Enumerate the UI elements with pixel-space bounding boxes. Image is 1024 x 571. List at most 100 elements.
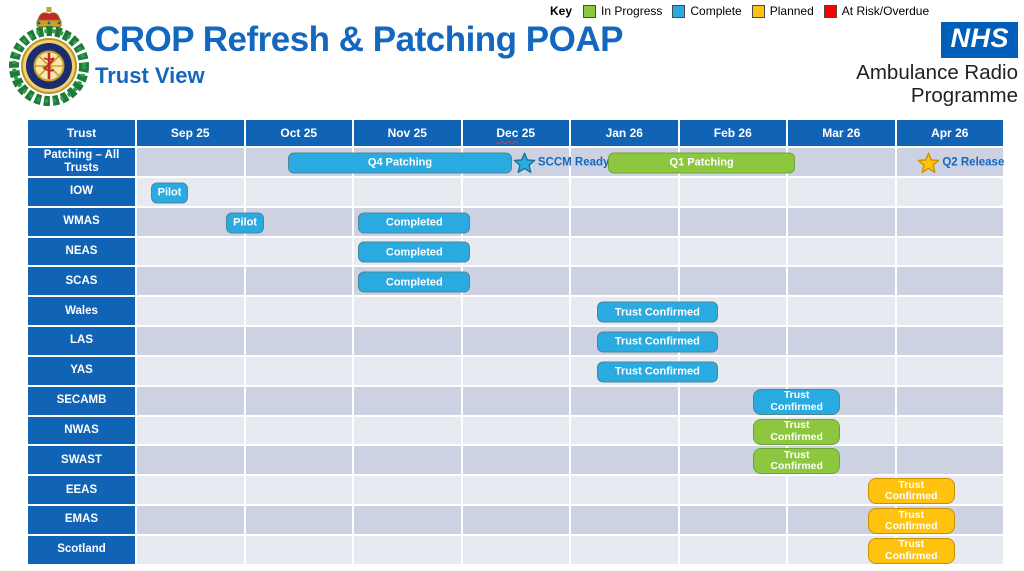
timeline-cell bbox=[788, 148, 897, 178]
timeline-cell bbox=[896, 476, 1005, 507]
legend-item-label: At Risk/Overdue bbox=[841, 4, 930, 18]
trust-label: Scotland bbox=[28, 535, 137, 566]
timeline-cell bbox=[245, 267, 354, 298]
timeline-cell bbox=[137, 177, 246, 208]
timeline-cell bbox=[896, 446, 1005, 477]
timeline-cell bbox=[462, 327, 571, 357]
timeline-cell bbox=[137, 535, 246, 566]
trust-label: EMAS bbox=[28, 506, 137, 536]
timeline-cell bbox=[137, 207, 246, 238]
column-header-dec-25: Dec 25 bbox=[462, 120, 571, 148]
timeline-cell bbox=[462, 148, 571, 178]
timeline-cell bbox=[354, 267, 463, 298]
timeline-cell bbox=[245, 237, 354, 268]
legend: Key In Progress Complete Planned At Risk/Ov… bbox=[550, 4, 929, 18]
timeline-cell bbox=[788, 476, 897, 507]
legend-title: Key bbox=[550, 4, 573, 18]
timeline-cell bbox=[896, 177, 1005, 208]
timeline-cell bbox=[245, 506, 354, 536]
timeline-cell bbox=[896, 506, 1005, 536]
timeline-cell bbox=[571, 446, 680, 477]
timeline-cell bbox=[788, 416, 897, 447]
timeline-cell bbox=[354, 446, 463, 477]
timeline-cell bbox=[896, 148, 1005, 178]
timeline-cell bbox=[571, 177, 680, 208]
timeline-cell bbox=[788, 177, 897, 208]
timeline-cell bbox=[896, 207, 1005, 238]
timeline-cell bbox=[896, 297, 1005, 328]
legend-item-label: Complete bbox=[690, 4, 742, 18]
trust-label: YAS bbox=[28, 356, 137, 387]
column-header-mar-26: Mar 26 bbox=[788, 120, 897, 148]
crown-icon bbox=[36, 7, 62, 28]
column-header-trust: Trust bbox=[28, 120, 137, 148]
timeline-cell bbox=[137, 476, 246, 507]
trust-label: NEAS bbox=[28, 237, 137, 268]
timeline-cell bbox=[137, 356, 246, 387]
timeline-cell bbox=[571, 476, 680, 507]
timeline-cell bbox=[245, 327, 354, 357]
timeline-cell bbox=[354, 148, 463, 178]
timeline-cell bbox=[462, 177, 571, 208]
nhs-branding: NHS Ambulance Radio Programme bbox=[856, 22, 1018, 107]
legend-swatch-icon bbox=[823, 4, 837, 18]
timeline-cell bbox=[679, 237, 788, 268]
timeline-cell bbox=[679, 356, 788, 387]
timeline-cell bbox=[245, 297, 354, 328]
timeline-cell bbox=[788, 267, 897, 298]
timeline-cell bbox=[788, 506, 897, 536]
timeline-cell bbox=[788, 237, 897, 268]
timeline-cell bbox=[896, 237, 1005, 268]
org-name-line1: Ambulance Radio bbox=[856, 61, 1018, 84]
timeline-cell bbox=[245, 356, 354, 387]
column-header-apr-26: Apr 26 bbox=[896, 120, 1005, 148]
column-header-sep-25: Sep 25 bbox=[137, 120, 246, 148]
timeline-cell bbox=[788, 446, 897, 477]
timeline-cell bbox=[354, 476, 463, 507]
timeline-cell bbox=[245, 177, 354, 208]
legend-item: In Progress bbox=[583, 4, 662, 18]
timeline-cell bbox=[571, 416, 680, 447]
timeline-cell bbox=[462, 476, 571, 507]
page-subtitle: Trust View bbox=[95, 63, 205, 88]
timeline-cell bbox=[571, 237, 680, 268]
nhs-logo: NHS bbox=[941, 22, 1018, 58]
timeline-cell bbox=[679, 416, 788, 447]
legend-item-label: Planned bbox=[769, 4, 814, 18]
timeline-cell bbox=[137, 148, 246, 178]
timeline-cell bbox=[679, 446, 788, 477]
timeline-cell bbox=[571, 327, 680, 357]
timeline-cell bbox=[245, 476, 354, 507]
timeline-cell bbox=[462, 386, 571, 417]
timeline-cell bbox=[354, 506, 463, 536]
timeline-cell bbox=[571, 386, 680, 417]
timeline-cell bbox=[896, 327, 1005, 357]
timeline-cell bbox=[137, 297, 246, 328]
trust-label: NWAS bbox=[28, 416, 137, 447]
trust-label: EEAS bbox=[28, 476, 137, 507]
timeline-cell bbox=[462, 446, 571, 477]
legend-swatch-icon bbox=[672, 4, 686, 18]
page-title: CROP Refresh & Patching POAP bbox=[95, 20, 623, 59]
org-name-line2: Programme bbox=[910, 84, 1018, 108]
timeline-cell bbox=[245, 416, 354, 447]
ambulance-service-crest-logo bbox=[9, 7, 89, 106]
timeline-cell bbox=[137, 506, 246, 536]
timeline-cell bbox=[896, 416, 1005, 447]
timeline-cell bbox=[354, 327, 463, 357]
org-name: Ambulance Radio Programme bbox=[856, 61, 1018, 107]
timeline-cell bbox=[679, 327, 788, 357]
legend-item: Complete bbox=[672, 4, 742, 18]
timeline-cell bbox=[137, 327, 246, 357]
timeline-cell bbox=[788, 386, 897, 417]
legend-item: At Risk/Overdue bbox=[823, 4, 930, 18]
timeline-cell bbox=[354, 386, 463, 417]
